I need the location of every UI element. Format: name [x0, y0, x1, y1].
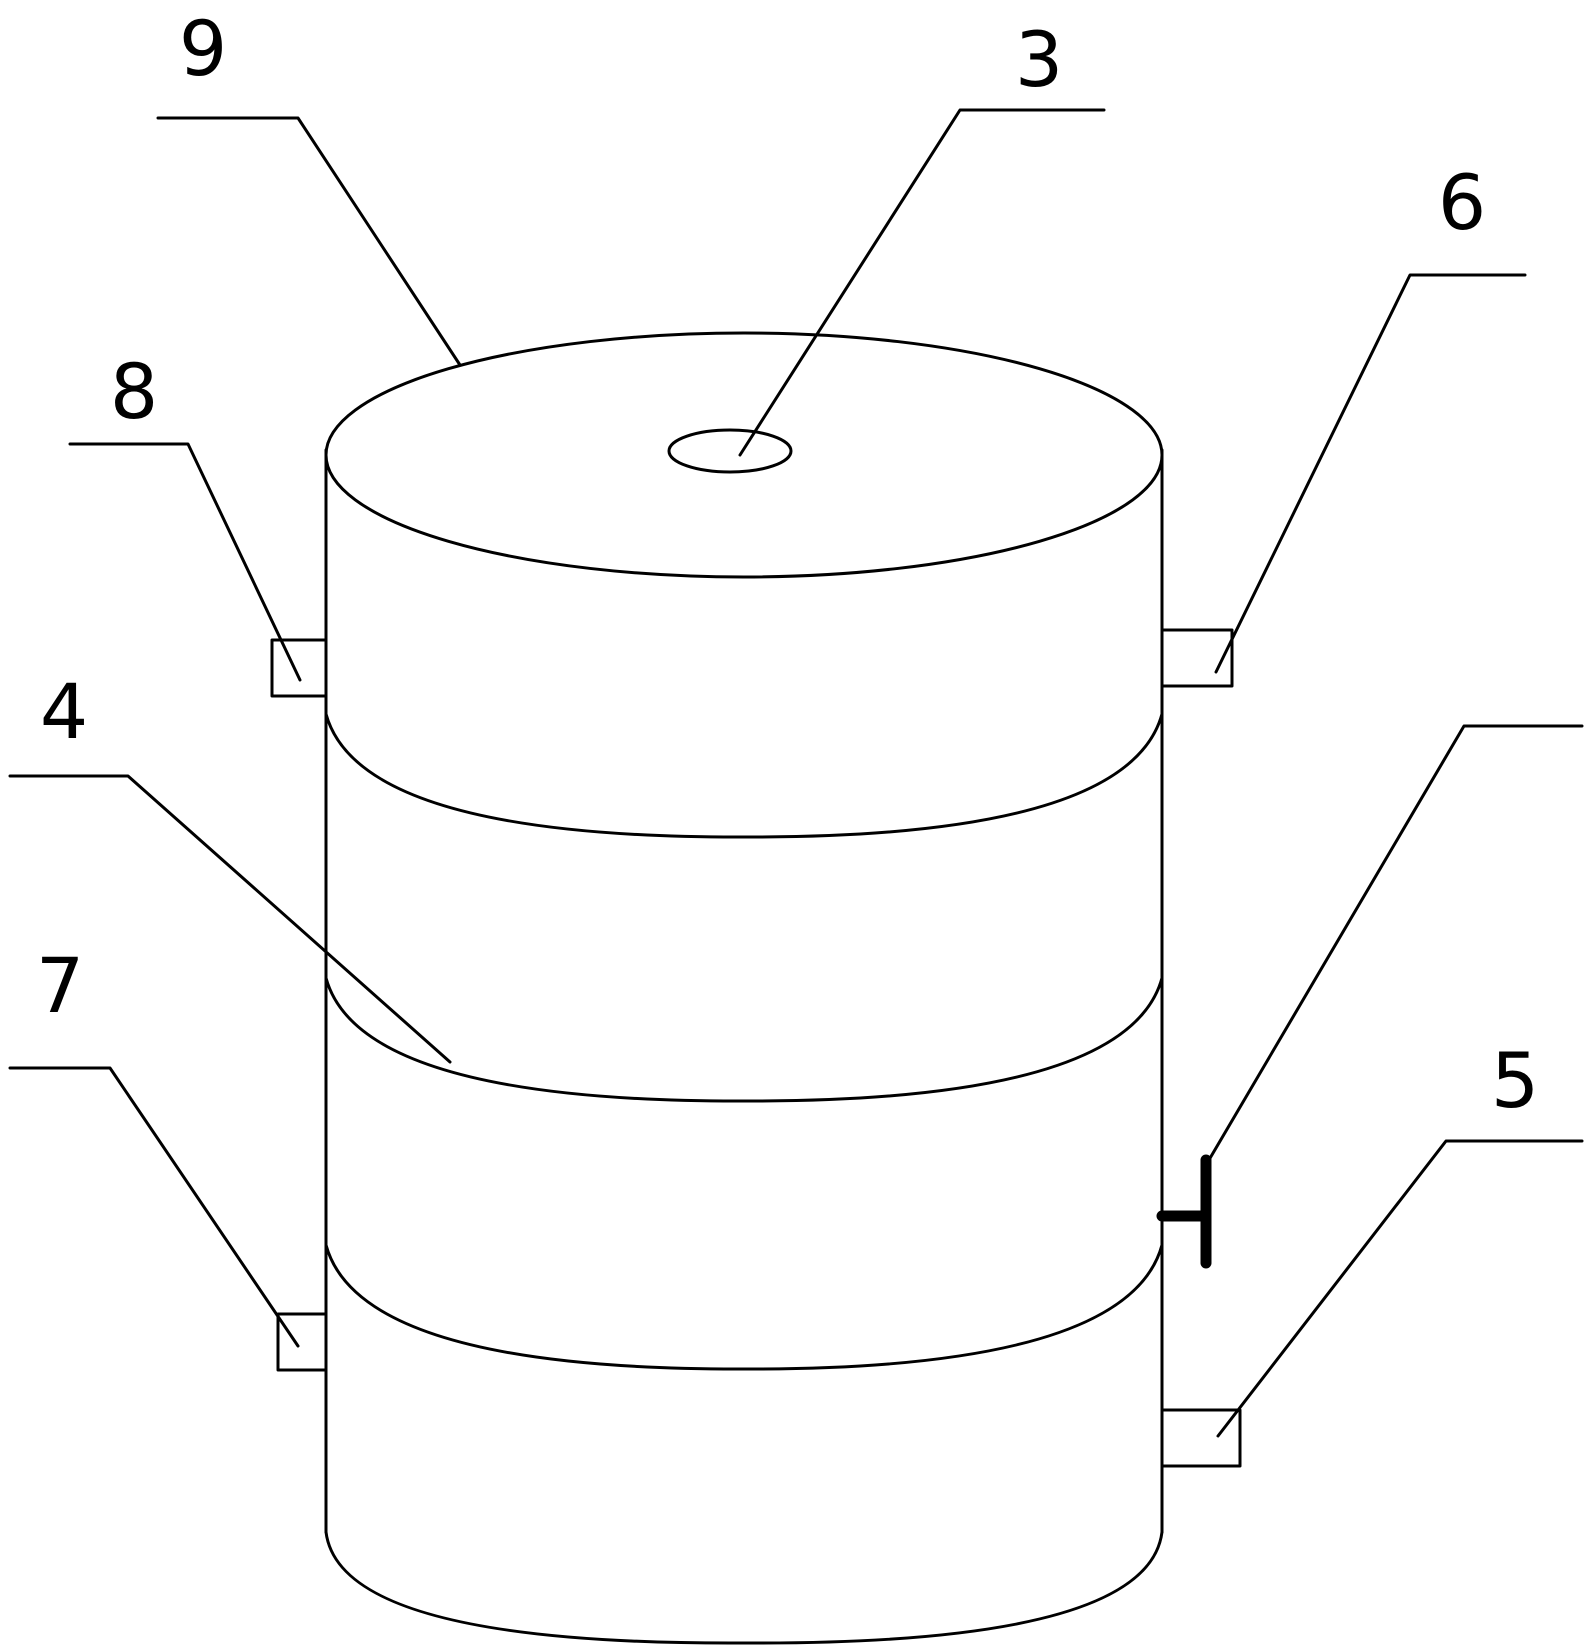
leader-9 [156, 116, 462, 367]
cylinder-bottom-edge [324, 1530, 1164, 1645]
section-boundary-2 [324, 976, 1164, 1103]
fitting-8 [270, 638, 328, 698]
leader-5 [1216, 1139, 1584, 1438]
leader-8 [68, 442, 302, 682]
leader-7 [8, 1066, 300, 1348]
section-boundary-3 [324, 1243, 1164, 1371]
fitting-5 [1160, 1408, 1242, 1468]
leader-4 [8, 774, 452, 1064]
label-5: 5 [1491, 1036, 1539, 1125]
leader-lines [8, 108, 1584, 1438]
fitting-6 [1160, 628, 1234, 688]
top-opening [667, 428, 793, 474]
fitting-7 [276, 1312, 328, 1372]
leader-handle [1204, 724, 1584, 1167]
label-4: 4 [40, 667, 88, 756]
section-boundary-1 [324, 712, 1164, 839]
leader-6 [1214, 273, 1527, 674]
label-7: 7 [36, 941, 84, 1030]
label-8: 8 [110, 347, 158, 436]
top-lid-ellipse [324, 331, 1164, 579]
t-handle [1156, 1154, 1212, 1269]
label-3: 3 [1015, 15, 1063, 104]
leader-3 [738, 108, 1106, 457]
label-6: 6 [1438, 158, 1486, 247]
cylinder-body [324, 448, 1164, 1645]
label-9: 9 [179, 4, 227, 93]
